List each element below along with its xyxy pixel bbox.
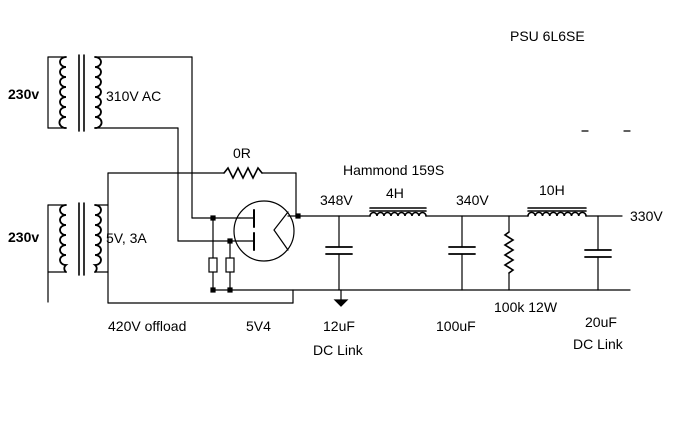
diagram-title: PSU 6L6SE — [510, 28, 585, 44]
mains-label-2: 230v — [8, 229, 40, 245]
secondary-hv-label: 310V AC — [106, 88, 162, 104]
hv-ac-wiring — [177, 56, 241, 242]
capacitor-20uf — [584, 215, 612, 291]
choke-4h — [369, 207, 427, 217]
capacitor-12uf — [325, 215, 353, 291]
cap-100uf-value: 100uF — [436, 318, 476, 334]
cap-12uf-value: 12uF — [323, 318, 355, 334]
transformer-2 — [47, 172, 109, 304]
secondary-heater-label: 5V, 3A — [106, 230, 147, 246]
choke-4h-label: 4H — [386, 185, 404, 201]
offload-voltage-label: 420V offload — [108, 318, 187, 334]
choke-model-label: Hammond 159S — [343, 162, 445, 178]
resistor-0r — [107, 166, 297, 217]
bleeder-label: 100k 12W — [494, 299, 558, 315]
cap-12uf-type: DC Link — [313, 342, 363, 358]
resistor-0r-label: 0R — [233, 145, 251, 161]
voltage-330-label: 330V — [630, 208, 663, 224]
heater-resistors — [208, 215, 235, 293]
cap-20uf-value: 20uF — [585, 314, 617, 330]
bleeder-resistor — [503, 215, 515, 291]
choke-10h — [527, 207, 587, 217]
transformer-1 — [47, 54, 193, 132]
choke-10h-label: 10H — [539, 182, 565, 198]
rectifier-tube — [233, 200, 303, 262]
ground-rail — [107, 289, 631, 307]
capacitor-100uf — [448, 215, 476, 291]
voltage-348-label: 348V — [320, 192, 353, 208]
mains-label-1: 230v — [8, 86, 40, 102]
cap-20uf-type: DC Link — [573, 336, 623, 352]
voltage-340-label: 340V — [456, 192, 489, 208]
rectifier-label: 5V4 — [246, 318, 271, 334]
